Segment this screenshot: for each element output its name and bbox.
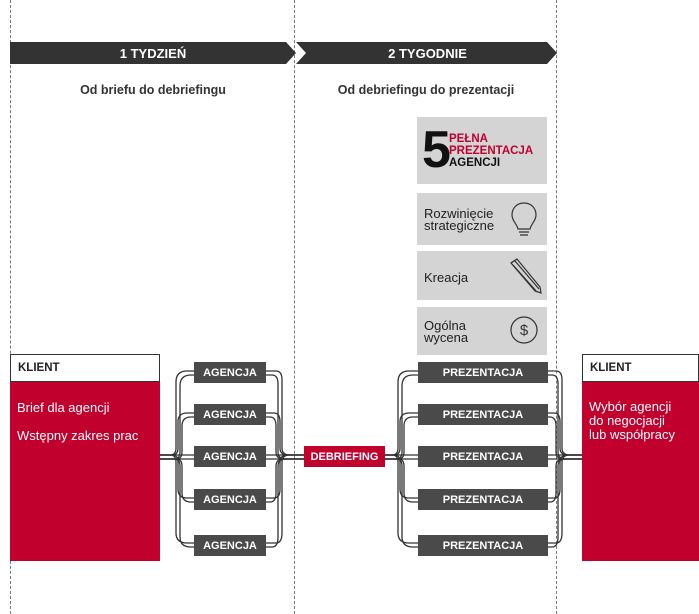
client-right-body: Wybór agencji do negocjacji lub współpra… (582, 382, 699, 561)
step-pricing: Ogólna wycena $ (417, 307, 547, 355)
svg-text:$: $ (520, 322, 529, 339)
client-left: KLIENT Brief dla agencji Wstępny zakres … (10, 354, 160, 561)
presentation-chip: PREZENTACJA (418, 362, 548, 383)
step-creation-label: Kreacja (424, 270, 469, 285)
phase-2-title: 2 TYGODNIE (388, 45, 467, 61)
step-creation: Kreacja (417, 251, 547, 300)
divider-right (556, 0, 557, 614)
presentation-chip: PREZENTACJA (418, 404, 548, 425)
final-presentation-box: 5 PEŁNA PREZENTACJA AGENCJI (417, 117, 547, 184)
client-right-header: KLIENT (582, 354, 699, 382)
step-strategy: Rozwinięcie strategiczne (417, 193, 547, 245)
presentation-line-3: AGENCJI (449, 157, 501, 169)
client-right-item: Wybór agencji (589, 399, 672, 414)
client-right-item: do negocjacji (589, 413, 665, 428)
step-strategy-label-2: strategiczne (424, 218, 495, 233)
agency-chip: AGENCJA (194, 446, 266, 467)
pencil-icon (510, 258, 542, 294)
step-pricing-label-1: Ogólna (424, 318, 466, 333)
divider-middle (294, 0, 295, 614)
phase-arrows (10, 42, 557, 64)
client-right: KLIENT Wybór agencji do negocjacji lub w… (582, 354, 699, 561)
step-strategy-label-1: Rozwinięcie (424, 206, 494, 221)
agency-chip: AGENCJA (194, 404, 266, 425)
presentation-chip: PREZENTACJA (418, 446, 548, 467)
presentation-chip: PREZENTACJA (418, 535, 548, 556)
client-right-item: lub współpracy (589, 427, 675, 442)
lightbulb-icon (511, 202, 537, 236)
client-left-body: Brief dla agencji Wstępny zakres prac (10, 382, 160, 561)
phase-2-subtitle: Od debriefingu do prezentacji (337, 83, 515, 97)
presentation-line-2: PREZENTACJA (449, 145, 534, 157)
agency-chip: AGENCJA (194, 535, 266, 556)
divider-left (10, 0, 11, 614)
phase-arrow-2 (296, 42, 557, 64)
agency-chip: AGENCJA (194, 362, 266, 383)
client-left-item: Wstępny zakres prac (17, 428, 139, 443)
phase-1-subtitle: Od briefu do debriefingu (80, 83, 226, 97)
presentation-chip: PREZENTACJA (418, 489, 548, 510)
presentation-count: 5 (422, 121, 451, 179)
presentation-line-1: PEŁNA (449, 133, 488, 145)
debriefing-chip: DEBRIEFING (304, 446, 385, 467)
client-left-item: Brief dla agencji (17, 400, 110, 415)
client-left-header: KLIENT (10, 354, 160, 382)
phase-arrow-1 (10, 42, 296, 64)
agency-chip: AGENCJA (194, 489, 266, 510)
step-pricing-label-2: wycena (424, 330, 469, 345)
dollar-icon: $ (510, 316, 538, 344)
phase-1-title: 1 TYDZIEŃ (119, 45, 187, 61)
